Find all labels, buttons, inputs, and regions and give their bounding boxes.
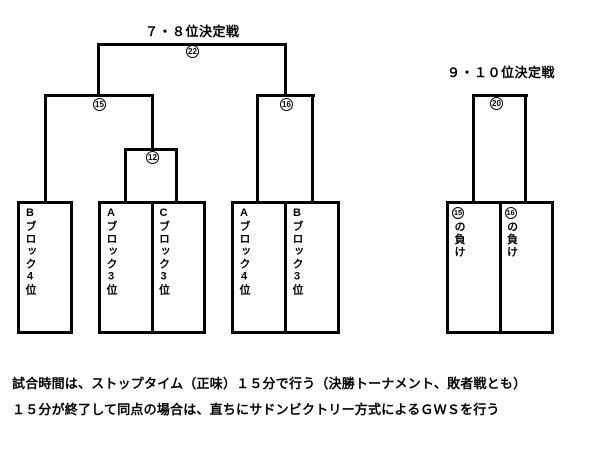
team-box-a4-b3: Aブロック4位 Bブロック3位 xyxy=(231,201,340,334)
bracket-9-10-title: ９・１０位決定戦 xyxy=(447,65,556,80)
rule-note-line2: １５分が終了して同点の場合は、直ちにサドンビクトリー方式によるＧＷＳを行う xyxy=(12,402,500,417)
match12-right-leg xyxy=(175,148,178,204)
team-box-a3-c3: Aブロック3位 Cブロック3位 xyxy=(98,201,206,334)
match12-top-line xyxy=(124,148,178,151)
match16-right-leg xyxy=(311,94,314,204)
match-number-16-badge: 16 xyxy=(280,98,293,111)
team-cell: Aブロック3位 xyxy=(101,204,151,331)
match22-top-line xyxy=(97,43,287,46)
loser-16-ref-badge: 16 xyxy=(504,207,517,219)
rule-notes: 試合時間は、ストップタイム（正味）１５分で行う（決勝トーナメント、敗者戦とも） … xyxy=(12,371,592,423)
match12-left-leg xyxy=(124,148,127,204)
team-box-b-block-4: Bブロック4位 xyxy=(17,201,73,334)
match15-right-leg xyxy=(151,94,154,151)
loser-15-label: の負け xyxy=(453,221,465,259)
team-cell: Bブロック4位 xyxy=(20,204,70,331)
match20-left-leg xyxy=(472,94,475,204)
match22-left-leg xyxy=(97,43,100,97)
team-label-a-block-4: Aブロック4位 xyxy=(238,207,250,297)
match20-right-leg xyxy=(524,94,527,204)
team-label-b-block-3: Bブロック3位 xyxy=(291,207,303,297)
match16-left-leg xyxy=(256,94,259,204)
match15-top-line xyxy=(44,94,154,97)
match20-top-line xyxy=(472,94,528,97)
team-label-a-block-3: Aブロック3位 xyxy=(105,207,117,297)
match22-right-leg xyxy=(284,43,287,97)
team-label-b-block-4: Bブロック4位 xyxy=(24,207,36,297)
team-label-c-block-3: Cブロック3位 xyxy=(157,207,170,297)
team-cell: Aブロック4位 xyxy=(234,204,284,331)
loser-16-label: の負け xyxy=(505,221,518,259)
match-number-15-badge: 15 xyxy=(93,98,106,111)
match-number-22-badge: 22 xyxy=(186,45,199,58)
bracket-7-8-title: ７・８位決定戦 xyxy=(145,24,240,39)
team-cell: 16 の負け xyxy=(498,204,552,331)
team-cell: Bブロック3位 xyxy=(284,204,337,331)
team-cell: 15 の負け xyxy=(449,204,499,331)
team-box-losers: 15 の負け 16 の負け xyxy=(446,201,554,334)
match16-top-line xyxy=(256,94,315,97)
match-number-12-badge: 12 xyxy=(146,151,159,164)
match15-left-leg xyxy=(44,94,47,204)
team-cell: Cブロック3位 xyxy=(150,204,204,331)
loser-15-ref-badge: 15 xyxy=(452,207,464,219)
match-number-20-badge: 20 xyxy=(490,97,503,110)
rule-note-line1: 試合時間は、ストップタイム（正味）１５分で行う（決勝トーナメント、敗者戦とも） xyxy=(12,376,527,391)
